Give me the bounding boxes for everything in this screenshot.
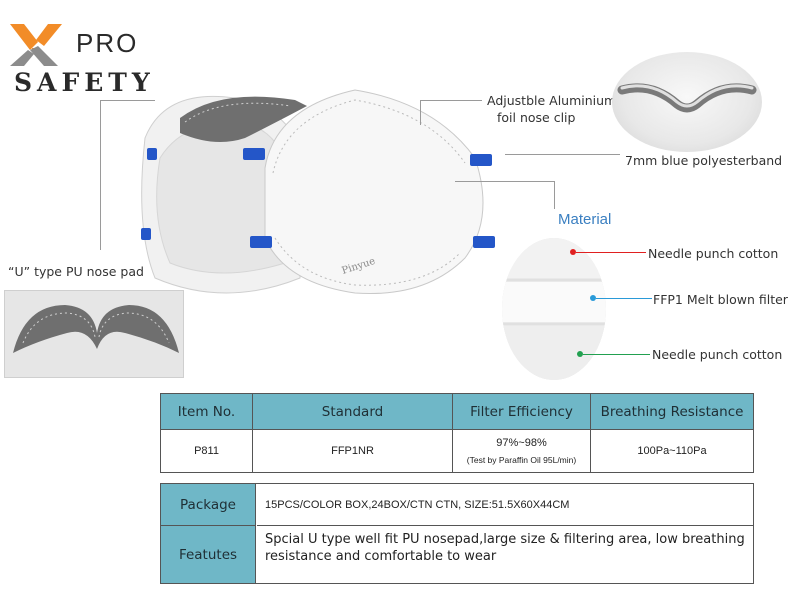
brand-logo: PRO SAFETY [8, 22, 150, 102]
nose-clip-closeup [612, 52, 762, 152]
cell-breathing-resistance: 100Pa~110Pa [637, 445, 707, 457]
nose-clip-line [420, 100, 482, 101]
efficiency-note: (Test by Paraffin Oil 95L/min) [466, 455, 577, 465]
layer-dot-1 [570, 249, 576, 255]
layer-dot-3 [577, 351, 583, 357]
nose-pad-callout: “U” type PU nose pad [8, 264, 144, 279]
nose-pad-closeup [4, 290, 184, 378]
nose-clip-callout: Adjustble Aluminium [487, 93, 617, 108]
nose-pad-line-h [100, 100, 155, 101]
spec-table: Item No. Standard Filter Efficiency Brea… [160, 393, 754, 473]
nose-clip-callout-2: foil nose clip [497, 110, 576, 125]
material-closeup [502, 238, 606, 380]
nose-pad-icon [13, 305, 179, 353]
package-label: Package [161, 484, 256, 526]
header-breathing-resistance: Breathing Resistance [600, 404, 744, 420]
logo-safety-text: SAFETY [14, 68, 155, 97]
mask-product-image: Pinyue [141, 89, 495, 295]
cell-item-no: P811 [161, 430, 253, 472]
nose-pad-line [100, 100, 101, 250]
x-logo-icon [10, 24, 62, 66]
band-callout: 7mm blue polyesterband [625, 153, 783, 168]
spec-table-header: Item No. Standard Filter Efficiency Brea… [161, 394, 753, 430]
layer-line-3 [583, 354, 650, 355]
package-table: Package 15PCS/COLOR BOX,24BOX/CTN CTN, S… [160, 483, 754, 584]
features-label: Featutes [161, 526, 256, 583]
cell-standard: FFP1NR [253, 430, 453, 472]
header-item-no: Item No. [161, 394, 253, 430]
material-line [455, 181, 555, 182]
package-value: 15PCS/COLOR BOX,24BOX/CTN CTN, SIZE:51.5… [257, 484, 753, 526]
nose-clip-line-v [420, 100, 421, 125]
layer-label-3: Needle punch cotton [652, 347, 783, 362]
logo-pro-text: PRO [76, 28, 139, 58]
band-line [505, 154, 620, 155]
features-value: Spcial U type well fit PU nosepad,large … [265, 532, 745, 564]
layer-label-1: Needle punch cotton [648, 246, 779, 261]
layer-label-2: FFP1 Melt blown filter [653, 292, 788, 307]
header-filter-efficiency: Filter Efficiency [453, 394, 591, 430]
cell-filter-efficiency: 97%~98% (Test by Paraffin Oil 95L/min) [453, 430, 591, 472]
efficiency-value: 97%~98% [496, 437, 547, 449]
material-layers-icon [502, 238, 606, 380]
material-line-v [554, 181, 555, 209]
header-standard: Standard [253, 394, 453, 430]
layer-dot-2 [590, 295, 596, 301]
material-title: Material [558, 211, 612, 228]
layer-line-2 [596, 298, 652, 299]
aluminium-clip-icon [617, 83, 757, 113]
layer-line-1 [576, 252, 646, 253]
